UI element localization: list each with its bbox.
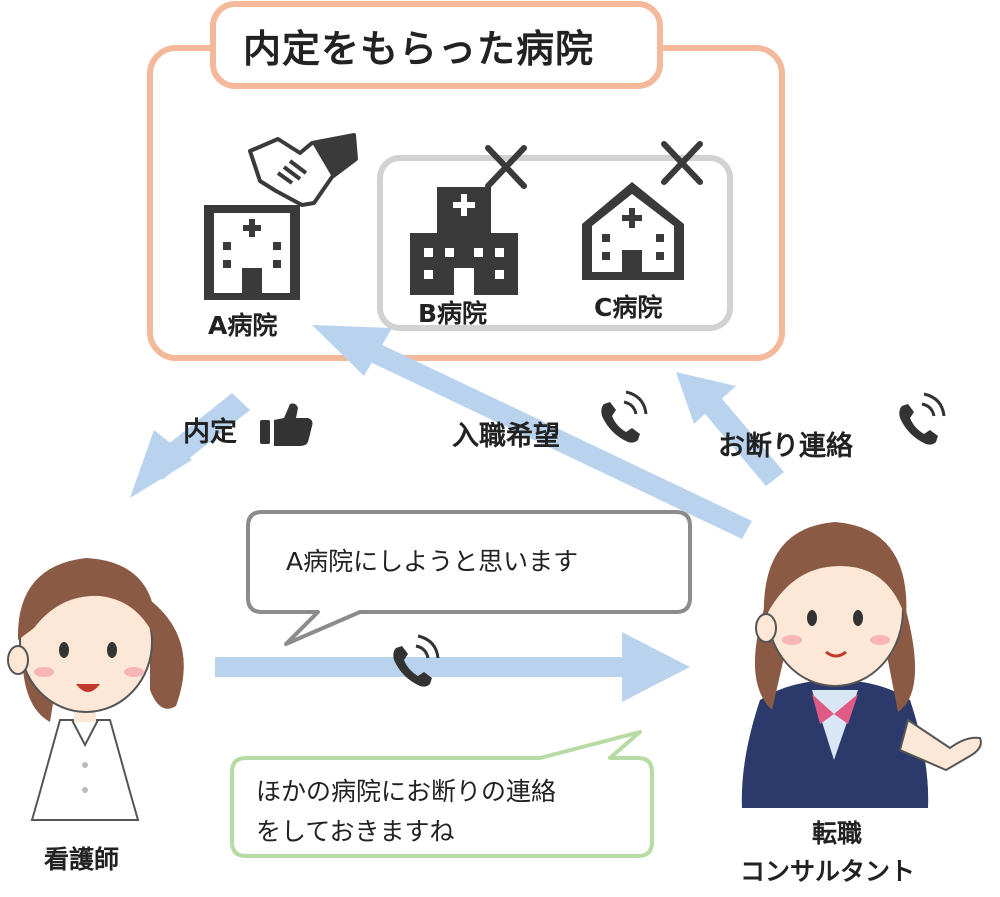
handshake-icon [248, 133, 358, 207]
nurse-speech-text: A病院にしようと思います [286, 547, 579, 576]
nurse-illustration [7, 558, 184, 821]
consultant-illustration [741, 522, 982, 808]
phone-icon [899, 392, 946, 445]
arrows [130, 325, 784, 702]
hospital-a-icon [204, 205, 300, 300]
join-request-arrow [312, 325, 752, 539]
cross-mark-icon [485, 145, 527, 189]
join-request-label: 入職希望 [452, 421, 560, 452]
hospital-b-label: B病院 [418, 299, 488, 328]
consultant-role-line2: コンサルタント [740, 857, 916, 886]
hospital-a-label: A病院 [208, 311, 278, 340]
phone-icon [601, 390, 648, 443]
hospital-c-label: C病院 [594, 293, 663, 322]
consultant-speech-bubble [230, 730, 654, 858]
decline-arrow [676, 372, 784, 486]
phone-icon [393, 634, 440, 687]
decline-contact-label: お断り連絡 [718, 431, 853, 462]
hospital-c-icon [582, 182, 684, 280]
cross-mark-icon [661, 141, 703, 185]
diagram-title: 内定をもらった病院 [243, 27, 595, 71]
offer-label: 内定 [183, 417, 237, 448]
hospital-b-icon [410, 187, 518, 295]
nurse-role-label: 看護師 [44, 845, 120, 874]
nurse-speech-bubble [246, 510, 692, 646]
consultant-role-line1: 転職 [812, 819, 863, 848]
call-arrow [215, 632, 690, 702]
consultant-speech-line1: ほかの病院にお断りの連絡 [256, 777, 557, 806]
consultant-speech-line2: をしておきますね [256, 817, 455, 846]
title-pill [210, 1, 663, 89]
offer-arrow [130, 393, 250, 498]
thumbs-up-icon [260, 403, 313, 446]
declined-group-box [377, 155, 733, 331]
